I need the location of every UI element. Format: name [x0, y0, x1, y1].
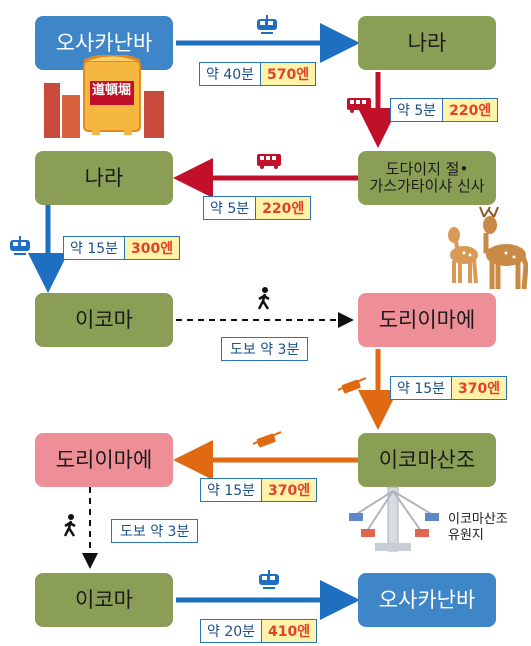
cable-car-icon	[338, 377, 366, 394]
walking-person-icon	[63, 514, 76, 537]
bus-icon	[347, 98, 371, 113]
node-ikomasanjo: 이코마산조	[358, 433, 496, 487]
tag-leg-8: 도보 약 3분	[111, 519, 199, 543]
node-toriimae-1: 도리이마에	[358, 293, 496, 347]
node-toriimae-2: 도리이마에	[35, 433, 173, 487]
train-icon	[259, 570, 279, 589]
node-ikoma-1: 이코마	[35, 293, 173, 347]
node-todaiji: 도다이지 절•가스가타이샤 신사	[358, 151, 496, 205]
cable-car-icon	[253, 431, 281, 448]
train-icon	[10, 236, 30, 255]
amusement-park-caption: 이코마산조 유원지	[448, 512, 508, 543]
tag-leg-5: 도보 약 3분	[221, 337, 309, 361]
node-ikoma-2: 이코마	[35, 573, 173, 627]
node-osaka-namba-end: 오사카난바	[358, 573, 496, 627]
train-icon	[257, 15, 277, 34]
bus-icon	[257, 154, 281, 169]
dotonbori-sign-illustration	[44, 55, 164, 138]
amusement-park-ride-illustration	[349, 486, 439, 552]
node-nara-2: 나라	[35, 151, 173, 205]
deer-illustration	[448, 206, 528, 290]
node-nara-1: 나라	[358, 16, 496, 70]
dotonbori-sign-text: 道頓堀	[92, 83, 132, 98]
walking-person-icon	[257, 287, 270, 310]
